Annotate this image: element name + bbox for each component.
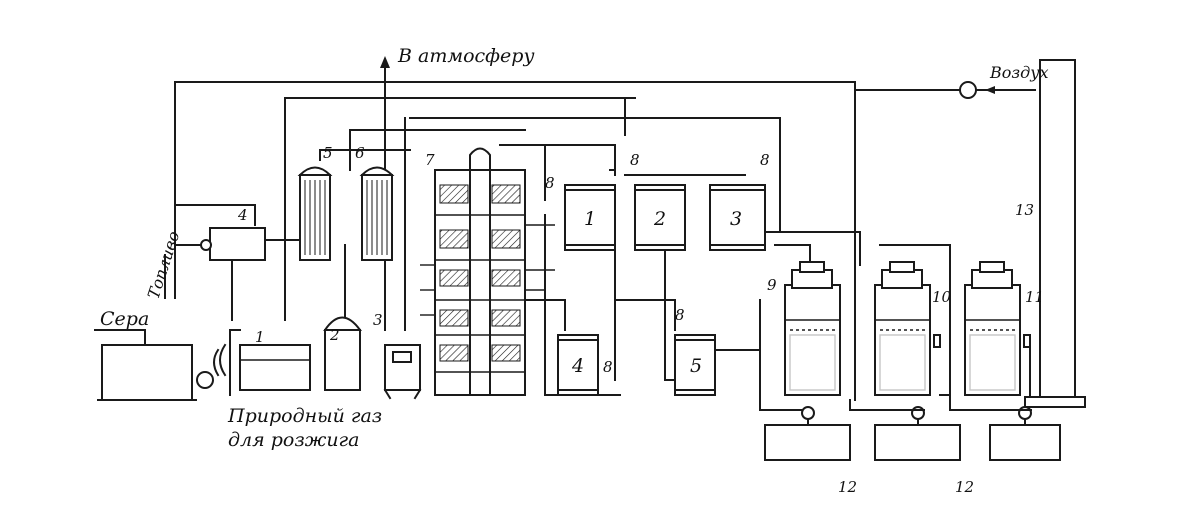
label-gas-line2: для розжига [228, 429, 360, 451]
filter-3 [383, 344, 422, 400]
label-atmosphere: В атмосферу [397, 45, 534, 67]
number-13: 13 [1015, 201, 1034, 219]
number-8e: 8 [603, 358, 613, 376]
absorber-10 [874, 261, 941, 396]
filter-6 [359, 166, 395, 261]
arrows [380, 56, 1036, 94]
exchanger-number-5: 5 [690, 355, 702, 377]
number-8a: 8 [545, 174, 555, 192]
exchanger-number-3: 3 [730, 208, 742, 230]
label-sulfur: Сера [100, 308, 149, 330]
number-9: 9 [767, 276, 777, 294]
exchanger-numbers: 1 2 3 4 5 [571, 208, 742, 377]
heat-exchanger-1 [564, 184, 616, 251]
filter-5 [297, 166, 333, 261]
label-air: Воздух [989, 63, 1049, 82]
number-10: 10 [932, 288, 952, 306]
number-12b: 12 [955, 478, 974, 496]
label-fuel: Топливо [144, 229, 184, 301]
contact-apparatus-7 [434, 147, 526, 396]
pump-icon [196, 371, 214, 389]
number-12a: 12 [838, 478, 857, 496]
absorber-9 [784, 261, 841, 396]
number-3: 3 [373, 311, 383, 329]
heat-exchanger-5 [674, 334, 716, 396]
heat-exchanger-2 [634, 184, 686, 251]
number-4: 4 [237, 206, 248, 224]
exchanger-number-4: 4 [571, 355, 584, 377]
stack-13 [1024, 59, 1086, 408]
collector-tanks-12 [759, 394, 1061, 461]
number-8c: 8 [760, 151, 770, 169]
boiler-2 [323, 316, 362, 391]
exchanger-number-2: 2 [653, 208, 666, 230]
number-2: 2 [329, 326, 340, 344]
exchanger-number-1: 1 [584, 208, 596, 230]
absorber-11 [964, 261, 1031, 396]
number-7: 7 [425, 151, 435, 169]
equipment-numbers: 1 2 3 4 5 6 7 8 8 8 8 8 9 10 11 12 12 13 [237, 144, 1044, 496]
catalyst-beds [439, 184, 521, 362]
number-8d: 8 [675, 306, 685, 324]
furnace-1 [213, 343, 311, 391]
number-5: 5 [323, 144, 333, 162]
atmosphere-arrow-icon [380, 56, 390, 68]
number-8b: 8 [630, 151, 640, 169]
number-1: 1 [255, 328, 265, 346]
sulfur-tank [97, 344, 197, 401]
heater-4 [200, 227, 266, 261]
number-11: 11 [1025, 288, 1044, 306]
heat-exchanger-4 [557, 334, 599, 396]
air-blower-icon [959, 81, 977, 99]
heat-exchanger-3 [709, 184, 766, 251]
label-gas-line1: Природный газ [227, 405, 382, 427]
number-6: 6 [355, 144, 365, 162]
